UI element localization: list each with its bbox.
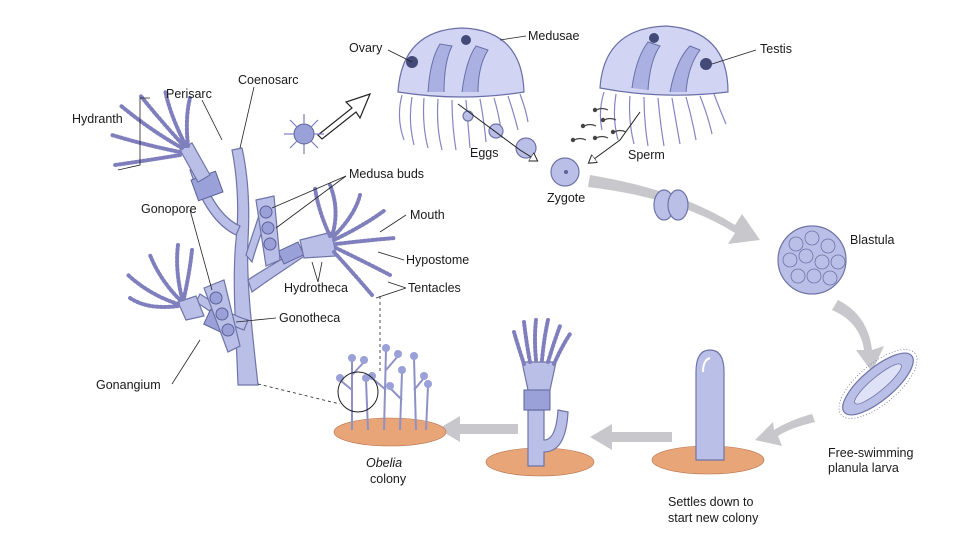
arrow-zygote-to-blastula	[588, 175, 760, 244]
substrate	[333, 417, 447, 447]
label-perisarc: Perisarc	[166, 87, 212, 101]
young-polyp-stalk	[527, 409, 569, 467]
tentacle	[118, 103, 184, 150]
medusa-bud	[259, 205, 273, 219]
label-planula-line1: Free-swimming	[828, 446, 913, 460]
egg	[515, 137, 537, 159]
label-medusae: Medusae	[528, 29, 579, 43]
tentacle	[332, 193, 362, 238]
label-colony: colony	[370, 472, 407, 486]
hydranth-bracket	[117, 97, 150, 171]
tentacle	[332, 250, 374, 297]
tentacle	[334, 246, 392, 277]
settled-larva-body	[695, 349, 725, 461]
hydranth-right	[299, 183, 397, 297]
arrow-sperm	[590, 111, 641, 162]
gametes	[457, 103, 641, 187]
label-gonangium: Gonangium	[96, 378, 161, 392]
medusa-bud	[263, 237, 277, 251]
tentacle	[110, 133, 182, 154]
testis-spot	[700, 58, 712, 70]
hydranth-cup	[179, 142, 211, 183]
young-polyp-tentacles	[512, 318, 572, 366]
tentacle	[163, 88, 188, 148]
blastostyle-with-medusa-buds	[255, 195, 281, 267]
arrow-blastula-to-planula	[832, 300, 884, 372]
dashed-connector	[257, 383, 341, 405]
young-polyp-rings	[523, 389, 551, 411]
stem	[231, 147, 259, 386]
tentacle	[332, 208, 387, 242]
label-settles-line1: Settles down to	[668, 495, 754, 509]
planula-larva	[838, 349, 918, 419]
label-zygote: Zygote	[547, 191, 585, 205]
tentacle	[334, 236, 397, 246]
label-testis: Testis	[760, 42, 792, 56]
tentacle	[182, 248, 194, 300]
label-sperm: Sperm	[628, 148, 665, 162]
medusa-bud	[215, 307, 229, 321]
arrow-planula-to-settling	[755, 414, 815, 446]
label-hypostome: Hypostome	[406, 253, 469, 267]
young-polyp-cup	[521, 361, 557, 391]
hydranth-lower-cup	[177, 295, 205, 321]
tentacle	[328, 183, 338, 238]
arrow-polyp-to-colony	[438, 416, 518, 442]
medusa-bud	[261, 221, 275, 235]
egg	[462, 110, 474, 122]
cycle-arrows	[317, 93, 884, 450]
arrow-eggs	[457, 103, 536, 160]
young-medusa	[284, 114, 324, 154]
label-mouth: Mouth	[410, 208, 445, 222]
annulation-2	[277, 241, 305, 265]
magnify-circle	[337, 371, 379, 413]
tentacle	[113, 153, 182, 167]
female-medusa	[397, 27, 529, 151]
label-obelia: Obelia	[366, 456, 402, 470]
leader-lines	[171, 35, 757, 385]
label-medusa-buds: Medusa buds	[349, 167, 424, 181]
label-planula-line2: planula larva	[828, 461, 899, 475]
label-settles-line2: start new colony	[668, 511, 759, 525]
gonangium	[126, 243, 241, 353]
label-ovary: Ovary	[349, 41, 383, 55]
labels: Hydranth Perisarc Coenosarc Ovary Medusa…	[72, 29, 913, 525]
male-medusa-bell	[599, 25, 729, 96]
label-gonopore: Gonopore	[141, 202, 197, 216]
hydranth	[110, 88, 211, 183]
young-polyp	[485, 318, 595, 477]
sperm-group	[570, 107, 627, 143]
tentacle	[138, 93, 186, 148]
tentacle	[148, 253, 182, 302]
medusa-bud	[221, 323, 235, 337]
male-medusa	[599, 25, 729, 147]
label-eggs: Eggs	[470, 146, 499, 160]
blastula	[777, 225, 847, 295]
two-cell-embryo	[653, 189, 689, 221]
label-blastula: Blastula	[850, 233, 895, 247]
medusa-bud	[209, 291, 223, 305]
label-tentacles: Tentacles	[408, 281, 461, 295]
obelia-colony	[333, 344, 447, 447]
tentacle	[126, 273, 180, 306]
label-hydranth: Hydranth	[72, 112, 123, 126]
tentacle	[184, 96, 192, 148]
arrow-bud-release	[317, 93, 372, 140]
label-hydrotheca: Hydrotheca	[284, 281, 348, 295]
tentacle	[175, 243, 184, 300]
tentacle	[128, 296, 180, 309]
label-coenosarc: Coenosarc	[238, 73, 298, 87]
label-gonotheca: Gonotheca	[279, 311, 340, 325]
tentacle	[313, 186, 332, 238]
settled-larva	[651, 349, 765, 475]
arrow-settling-to-polyp	[590, 424, 672, 450]
colony-branch	[189, 147, 311, 386]
